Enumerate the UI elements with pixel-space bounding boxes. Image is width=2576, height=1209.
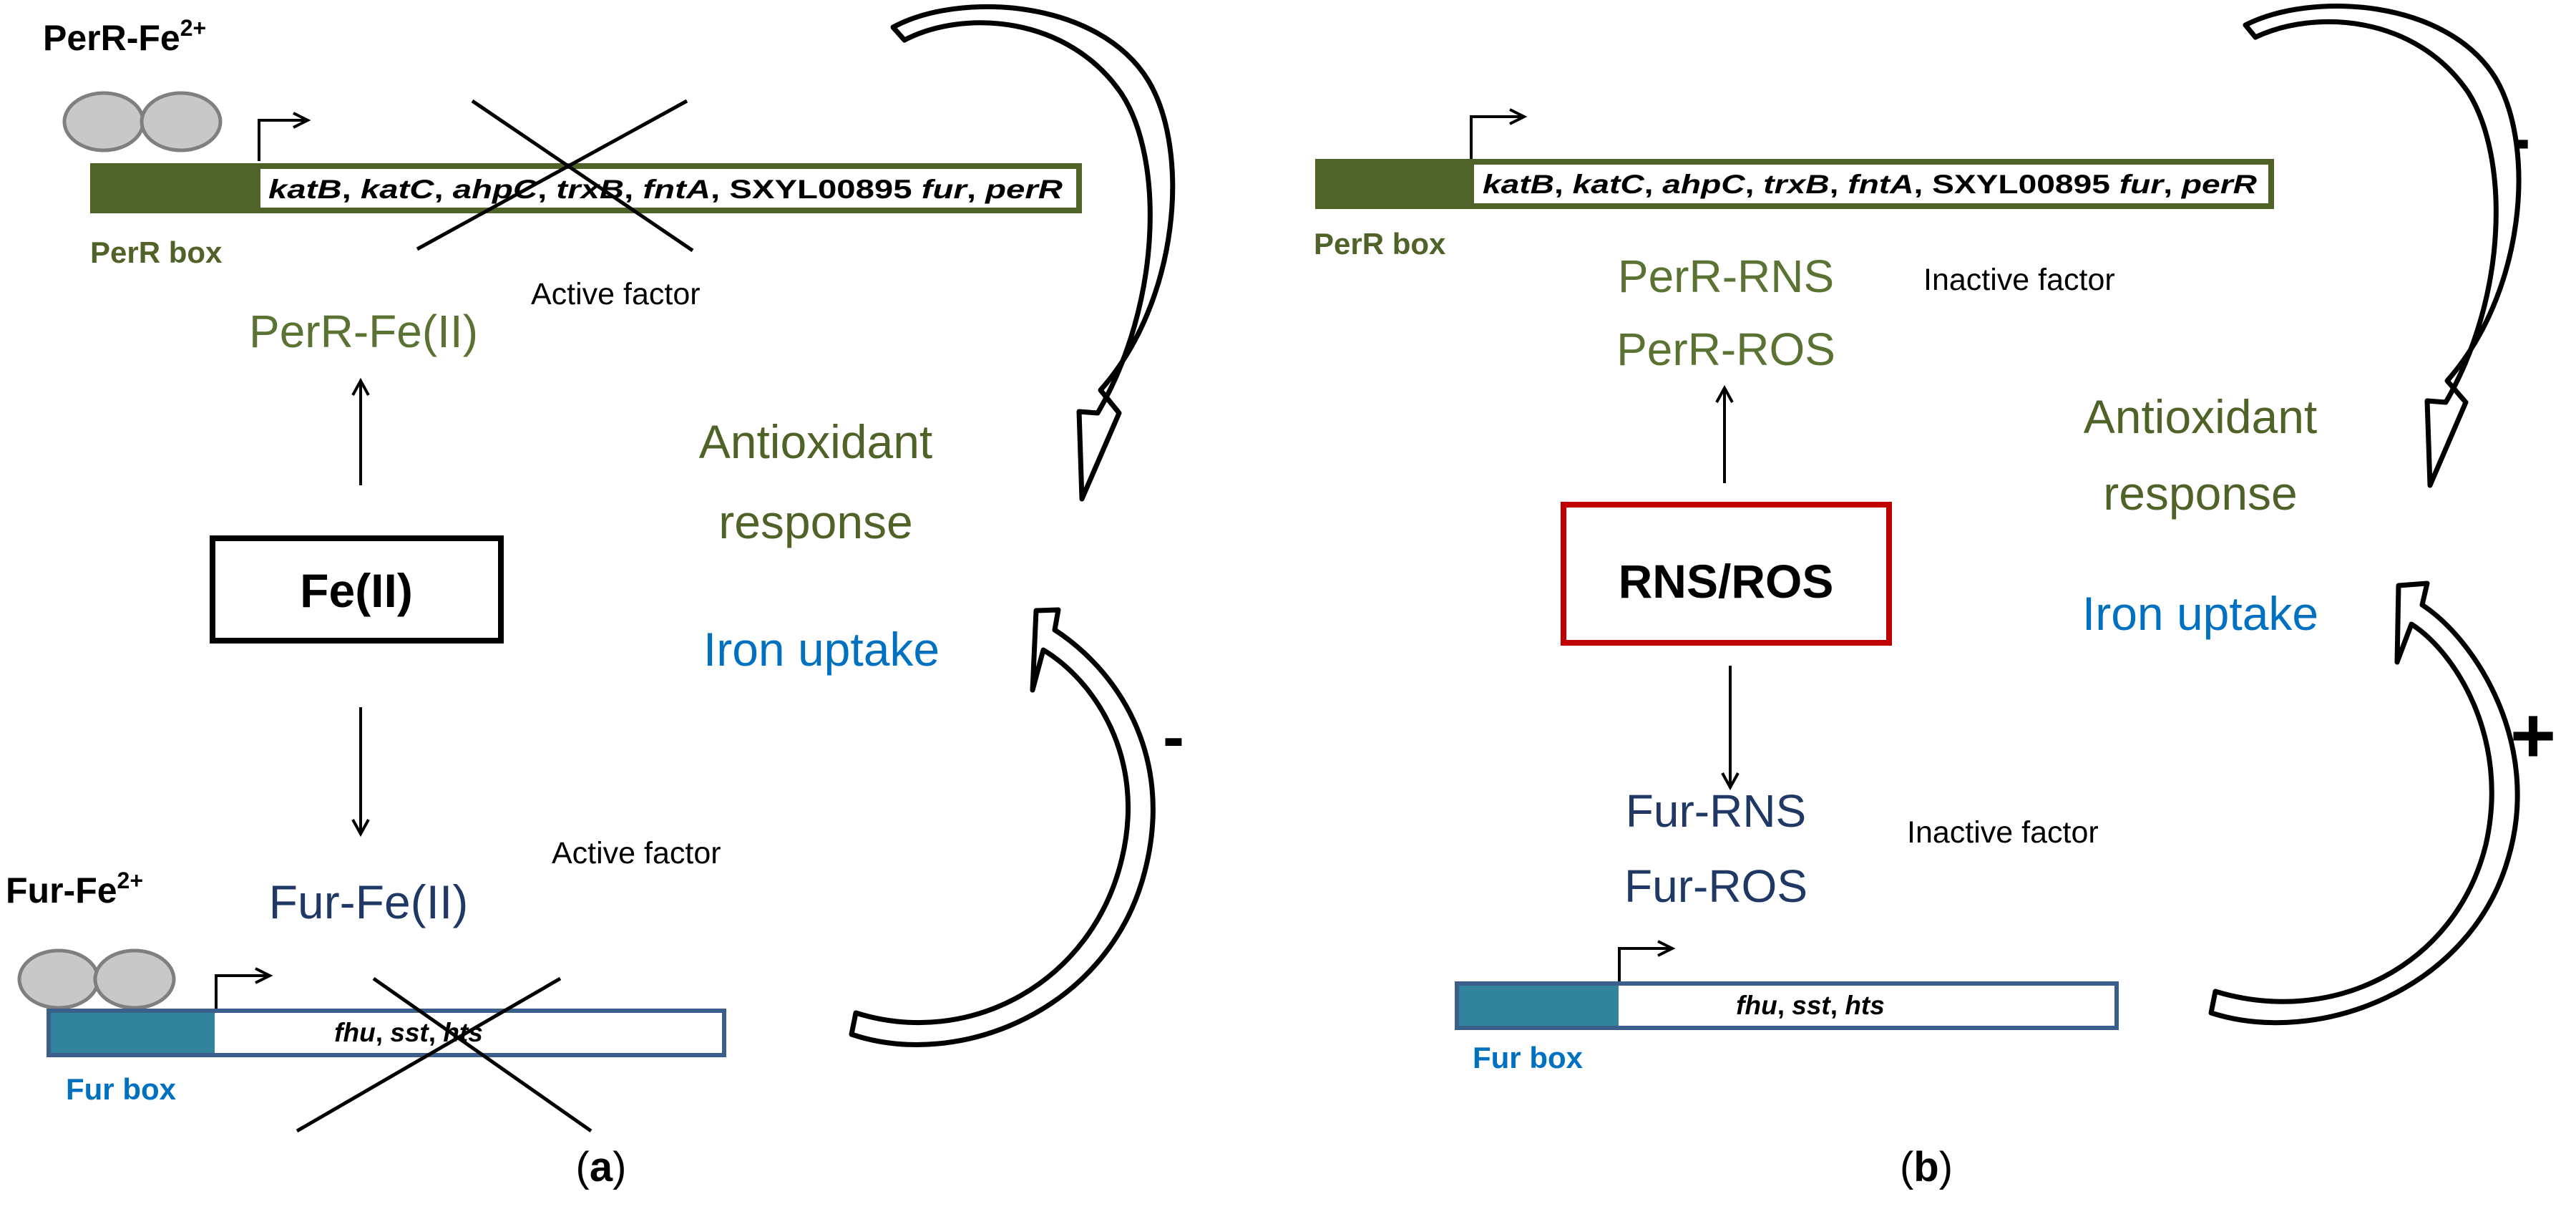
gene-name: fhu [1736,991,1777,1020]
perr-dimer-icon [62,91,223,152]
repression-cross-icon [296,976,592,1133]
perr-box-label: PerR box [1314,227,1446,261]
fur-dimer-icon [17,948,176,1010]
antioxidant-response-line1: Antioxidant [699,415,933,468]
gene-separator: , [967,175,985,204]
gene-separator: , [434,175,452,204]
fur-operon-genes-bar [47,1009,726,1057]
curved-arrow-bottom-icon [2208,581,2520,1026]
fur-operon-genes: fhu, sst, hts [1736,991,1885,1020]
panel-b: katB, katC, ahpC, trxB, fntA, SXYL00895 … [1314,4,2556,1190]
gene-separator: , [624,175,643,204]
perr-promoter-arrow-icon [1470,115,1521,159]
perr-fe2-complex-label: PerR-Fe2+ [43,15,206,58]
fur-box-label: Fur box [1473,1041,1584,1074]
gene-name: fur [922,175,969,204]
gene-name: hts [1845,991,1885,1020]
gene-name: fntA [643,175,711,204]
perr-operon-genes: katB, katC, ahpC, trxB, fntA, SXYL00895 … [1483,170,2257,199]
curved-arrow-bottom-icon [849,607,1156,1047]
gene-name: fhu [334,1018,376,1047]
perr-rns-label: PerR-RNS [1618,251,1834,302]
fe-ii-box [210,535,504,644]
fur-rns-label: Fur-RNS [1626,785,1806,837]
fur-ros-label: Fur-ROS [1624,860,1807,912]
gene-separator: , [1830,991,1845,1020]
negative-sign-bottom: - [1163,701,1184,773]
perr-box-segment [1315,159,1471,209]
gene-name: trxB [1763,170,1829,199]
gene-name: perR [2181,170,2258,199]
gene-name: katC [1573,170,1646,199]
perr-promoter-arrow-icon [258,119,304,161]
panel-a: PerR-Fe2+ katB, katC, ahpC, trxB, fntA, … [6,4,1184,1190]
caption-a: (a) [576,1144,627,1190]
fur-box-segment [49,1009,215,1057]
arrow-up-to-perr [351,377,370,485]
repression-cross-icon [416,99,694,253]
gene-separator: , SXYL00895 [711,175,922,204]
perr-box-segment [90,163,258,213]
fur-inactive-factor-label: Inactive factor [1907,815,2099,850]
gene-name: sst [390,1018,429,1047]
perr-operon-genes-bar [255,163,1082,213]
perr-operon-genes: katB, katC, ahpC, trxB, fntA, SXYL00895 … [268,175,1063,204]
curved-arrow-top-icon [890,4,1176,502]
rns-ros-label: RNS/ROS [1619,555,1834,608]
fur-fe2-complex-label: Fur-Fe2+ [6,868,143,911]
antioxidant-response-line2: response [2103,467,2298,520]
fur-operon-genes-bar [1455,981,2119,1030]
fur-active-factor-label: Active factor [552,836,721,870]
fur-box-segment [1457,982,1619,1029]
iron-uptake-label: Iron uptake [2082,587,2318,640]
perr-active-factor-label: Active factor [531,277,701,311]
antioxidant-response-line2: response [718,495,913,548]
gene-separator: , [376,1018,391,1047]
gene-separator: , [1644,170,1663,199]
gene-name: katC [361,175,435,204]
antioxidant-response-line1: Antioxidant [2084,390,2318,443]
perr-inactive-factor-label: Inactive factor [1923,263,2115,297]
perr-box-label: PerR box [90,236,223,269]
gene-name: fntA [1848,170,1913,199]
arrow-down-to-fur [351,707,370,837]
fur-promoter-arrow-icon [215,974,267,1009]
gene-name: katB [268,175,342,204]
arrow-up-to-perr [1715,384,1734,483]
fe-ii-label: Fe(II) [300,564,413,617]
perr-ros-label: PerR-ROS [1616,324,1835,375]
arrow-down-to-fur [1721,666,1740,791]
gene-separator: , [1554,170,1573,199]
perr-operon-genes-bar [1468,159,2274,209]
gene-name: perR [985,175,1063,204]
gene-separator: , [1777,991,1792,1020]
gene-name: sst [1792,991,1831,1020]
caption-b: (b) [1900,1144,1953,1190]
gene-name: ahpC [1662,170,1746,199]
fur-operon-genes: fhu, sst, hts [334,1018,483,1047]
curved-arrow-top-icon [2243,4,2522,488]
fur-fe-ii-label: Fur-Fe(II) [269,875,469,928]
gene-separator: , SXYL00895 [1913,170,2119,199]
gene-separator: , [1745,170,1764,199]
gene-separator: , [1830,170,1848,199]
rns-ros-box [1561,502,1892,646]
gene-name: fur [2119,170,2166,199]
iron-uptake-label: Iron uptake [703,623,940,676]
gene-separator: , [342,175,361,204]
perr-fe-ii-label: PerR-Fe(II) [249,306,478,357]
fur-promoter-arrow-icon [1618,947,1669,982]
gene-separator: , [2163,170,2182,199]
gene-name: katB [1483,170,1554,199]
fur-box-label: Fur box [66,1072,177,1106]
